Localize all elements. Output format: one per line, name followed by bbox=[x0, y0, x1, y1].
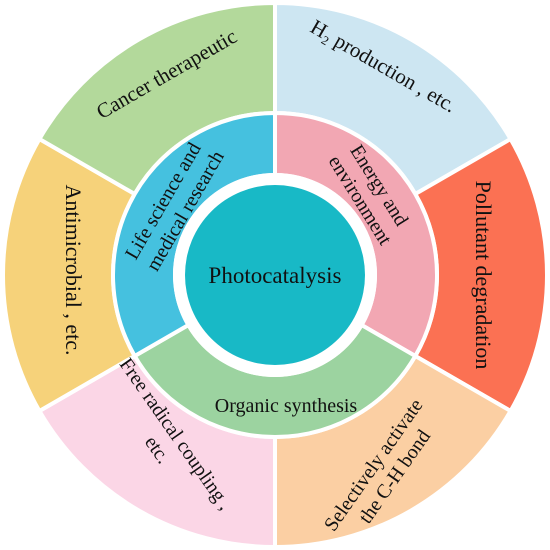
center-disc bbox=[185, 185, 365, 365]
center-label: Photocatalysis bbox=[209, 263, 342, 288]
outer-label-pollutant-degradation: Pollutant degradation bbox=[471, 181, 496, 370]
outer-label-antimicrobial: Antimicrobial , etc. bbox=[61, 184, 86, 355]
inner-label-organic-synthesis: Organic synthesis bbox=[215, 395, 358, 417]
